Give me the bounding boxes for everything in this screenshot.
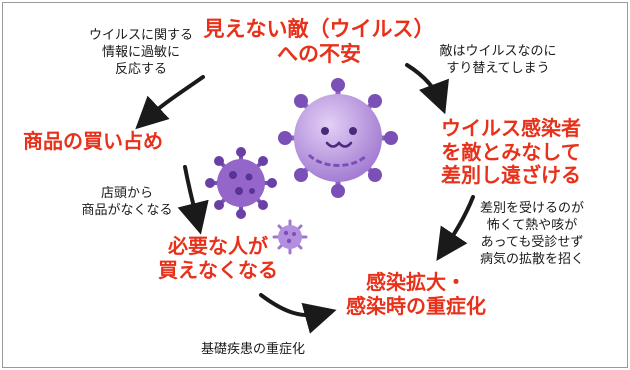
diagram-graphics bbox=[135, 63, 475, 334]
node-discrimination-line-3: 差別し遠ざける bbox=[441, 163, 581, 188]
node-spread-line-2: 感染時の重症化 bbox=[346, 293, 486, 318]
node-hoarding: 商品の買い占め bbox=[23, 129, 223, 154]
note-avoid-care-line-4: 病気の拡散を招く bbox=[479, 252, 584, 268]
node-needy: 必要な人が 買えなくなる bbox=[133, 234, 303, 282]
note-overreact-line-3: 反応する bbox=[114, 62, 167, 78]
note-avoid-care-line-2: 怖くて熱や咳が bbox=[486, 218, 578, 234]
node-discrimination-line-1: ウイルス感染者 bbox=[441, 116, 581, 140]
medium-virus-icon bbox=[205, 147, 277, 219]
arrow-needy-to-spread bbox=[259, 293, 337, 334]
note-swap-line-2: すり替えてしまう bbox=[446, 61, 550, 77]
node-needy-line-1: 必要な人が bbox=[168, 234, 268, 258]
note-overreact-line-2: 情報に過敏に bbox=[101, 45, 180, 61]
note-shelves: 店頭から 商品がなくなる bbox=[67, 185, 187, 219]
small-virus-icon bbox=[272, 219, 308, 255]
note-severe: 基礎疾患の重症化 bbox=[188, 341, 318, 358]
node-fear: 見えない敵（ウイルス） への不安 bbox=[199, 17, 439, 67]
arrow-fear-to-discrimination bbox=[405, 63, 449, 115]
note-shelves-line-1: 店頭から bbox=[100, 186, 153, 201]
node-hoarding-line-1: 商品の買い占め bbox=[23, 129, 163, 153]
node-discrimination: ウイルス感染者 を敵とみなして 差別し遠ざける bbox=[416, 116, 606, 188]
node-spread-line-1: 感染拡大・ bbox=[366, 270, 466, 294]
note-swap: 敵はウイルスなのに すり替えてしまう bbox=[423, 43, 573, 77]
arrow-discrimination-to-spread bbox=[436, 195, 475, 261]
arrow-hoarding-to-needy bbox=[177, 165, 209, 235]
node-discrimination-line-2: を敵とみなして bbox=[441, 139, 581, 164]
note-overreact: ウイルスに関する 情報に過敏に 反応する bbox=[81, 27, 201, 78]
node-needy-line-2: 買えなくなる bbox=[158, 257, 278, 282]
note-severe-line-1: 基礎疾患の重症化 bbox=[200, 342, 305, 357]
note-avoid-care: 差別を受けるのが 怖くて熱や咳が あっても受診せず 病気の拡散を招く bbox=[467, 200, 597, 269]
large-virus-icon bbox=[278, 78, 398, 198]
node-fear-line-1: 見えない敵（ウイルス） bbox=[203, 17, 435, 41]
node-spread: 感染拡大・ 感染時の重症化 bbox=[321, 270, 511, 318]
note-avoid-care-line-3: あっても受診せず bbox=[480, 235, 584, 251]
node-fear-line-2: への不安 bbox=[277, 41, 361, 66]
note-swap-line-1: 敵はウイルスなのに bbox=[439, 44, 557, 59]
note-shelves-line-2: 商品がなくなる bbox=[81, 203, 173, 219]
note-avoid-care-line-1: 差別を受けるのが bbox=[479, 201, 584, 216]
note-overreact-line-1: ウイルスに関する bbox=[88, 28, 193, 43]
arrow-fear-to-hoarding bbox=[135, 75, 205, 130]
